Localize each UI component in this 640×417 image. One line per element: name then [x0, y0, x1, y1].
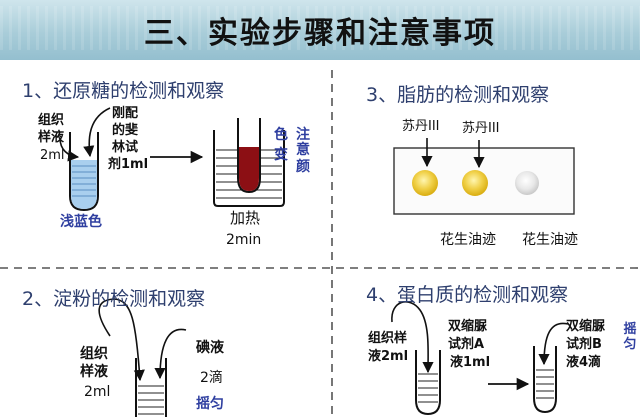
red-liquid [239, 147, 259, 191]
oil-spot-1 [412, 170, 438, 196]
pipette-tissue-4 [391, 301, 434, 374]
s1-note-v3: 注意 [296, 127, 310, 158]
s1-reagent-l4: 剂1ml [108, 157, 149, 172]
s1-tissue-label-l1: 组织 [38, 113, 65, 128]
s1-tissue-label-l3: 2ml [40, 148, 65, 163]
s2-tissue-l3: 2ml [84, 384, 111, 400]
pipette-reagent-b [538, 322, 569, 366]
pipette-tissue-1 [59, 137, 80, 162]
s4-reagent-a-l3: 液1ml [450, 355, 491, 370]
s1-reagent-l3: 林试 [112, 140, 139, 155]
s3-oil-2: 花生油迹 [522, 232, 578, 248]
oil-spot-3 [515, 171, 539, 195]
s4-reagent-a-l2: 试剂A [448, 337, 485, 352]
oil-spot-2 [462, 170, 488, 196]
s4-reagent-b-l3: 液4滴 [566, 355, 602, 370]
s3-stain-2: 苏丹III [462, 121, 500, 136]
s1-heat-label: 加热 [230, 209, 261, 227]
s1-color-result: 浅蓝色 [60, 214, 102, 230]
s4-tissue-l2: 液2ml [368, 349, 409, 364]
s3-stain-1: 苏丹III [402, 119, 440, 134]
test-tube-2 [135, 358, 167, 417]
title-banner: 三、实验步骤和注意事项 [0, 0, 640, 60]
liquid-lines [72, 165, 96, 197]
section-4-title: 4、蛋白质的检测和观察 [366, 284, 569, 306]
s1-note-v1: 色 [274, 127, 288, 143]
s2-iodine-l3: 摇匀 [196, 396, 224, 412]
tube-2-lines [138, 385, 164, 415]
tube-4b-lines [536, 369, 554, 399]
beaker [213, 130, 285, 207]
test-tube-4a [415, 350, 441, 416]
s1-note-v2: 变 [274, 147, 288, 163]
test-tube-1 [69, 132, 99, 212]
page-title: 三、实验步骤和注意事项 [144, 16, 496, 51]
banner-stripes [0, 6, 640, 50]
s2-tissue-l1: 组织 [80, 346, 108, 362]
test-tube-4b [533, 346, 557, 414]
s4-shake: 摇匀 [623, 322, 637, 352]
s2-iodine-l1: 碘液 [196, 340, 224, 356]
s3-oil-1: 花生油迹 [440, 232, 496, 248]
section-1-title: 1、还原糖的检测和观察 [22, 80, 225, 102]
s2-iodine-l2: 2滴 [200, 370, 223, 386]
pipette-reagent-1 [83, 107, 111, 158]
pipette-iodine-2 [154, 328, 187, 380]
s2-tissue-l2: 样液 [80, 364, 108, 380]
s1-reagent-l1: 刚配 [112, 106, 139, 121]
s4-reagent-b-l1: 双缩脲 [566, 319, 606, 334]
s4-reagent-a-l1: 双缩脲 [448, 319, 488, 334]
s1-reagent-l2: 的斐 [112, 123, 139, 138]
tube-4a-lines [418, 373, 438, 403]
pipette-tissue-2 [98, 298, 145, 382]
s1-note-v4: 颜 [296, 159, 310, 175]
s4-reagent-b-l2: 试剂B [566, 337, 602, 352]
s4-tissue-l1: 组织样 [368, 331, 408, 346]
section-2-title: 2、淀粉的检测和观察 [22, 288, 206, 310]
s1-heat-time: 2min [226, 232, 262, 248]
section-3-title: 3、脂肪的检测和观察 [366, 84, 550, 106]
s1-tissue-label-l2: 样液 [38, 130, 65, 145]
